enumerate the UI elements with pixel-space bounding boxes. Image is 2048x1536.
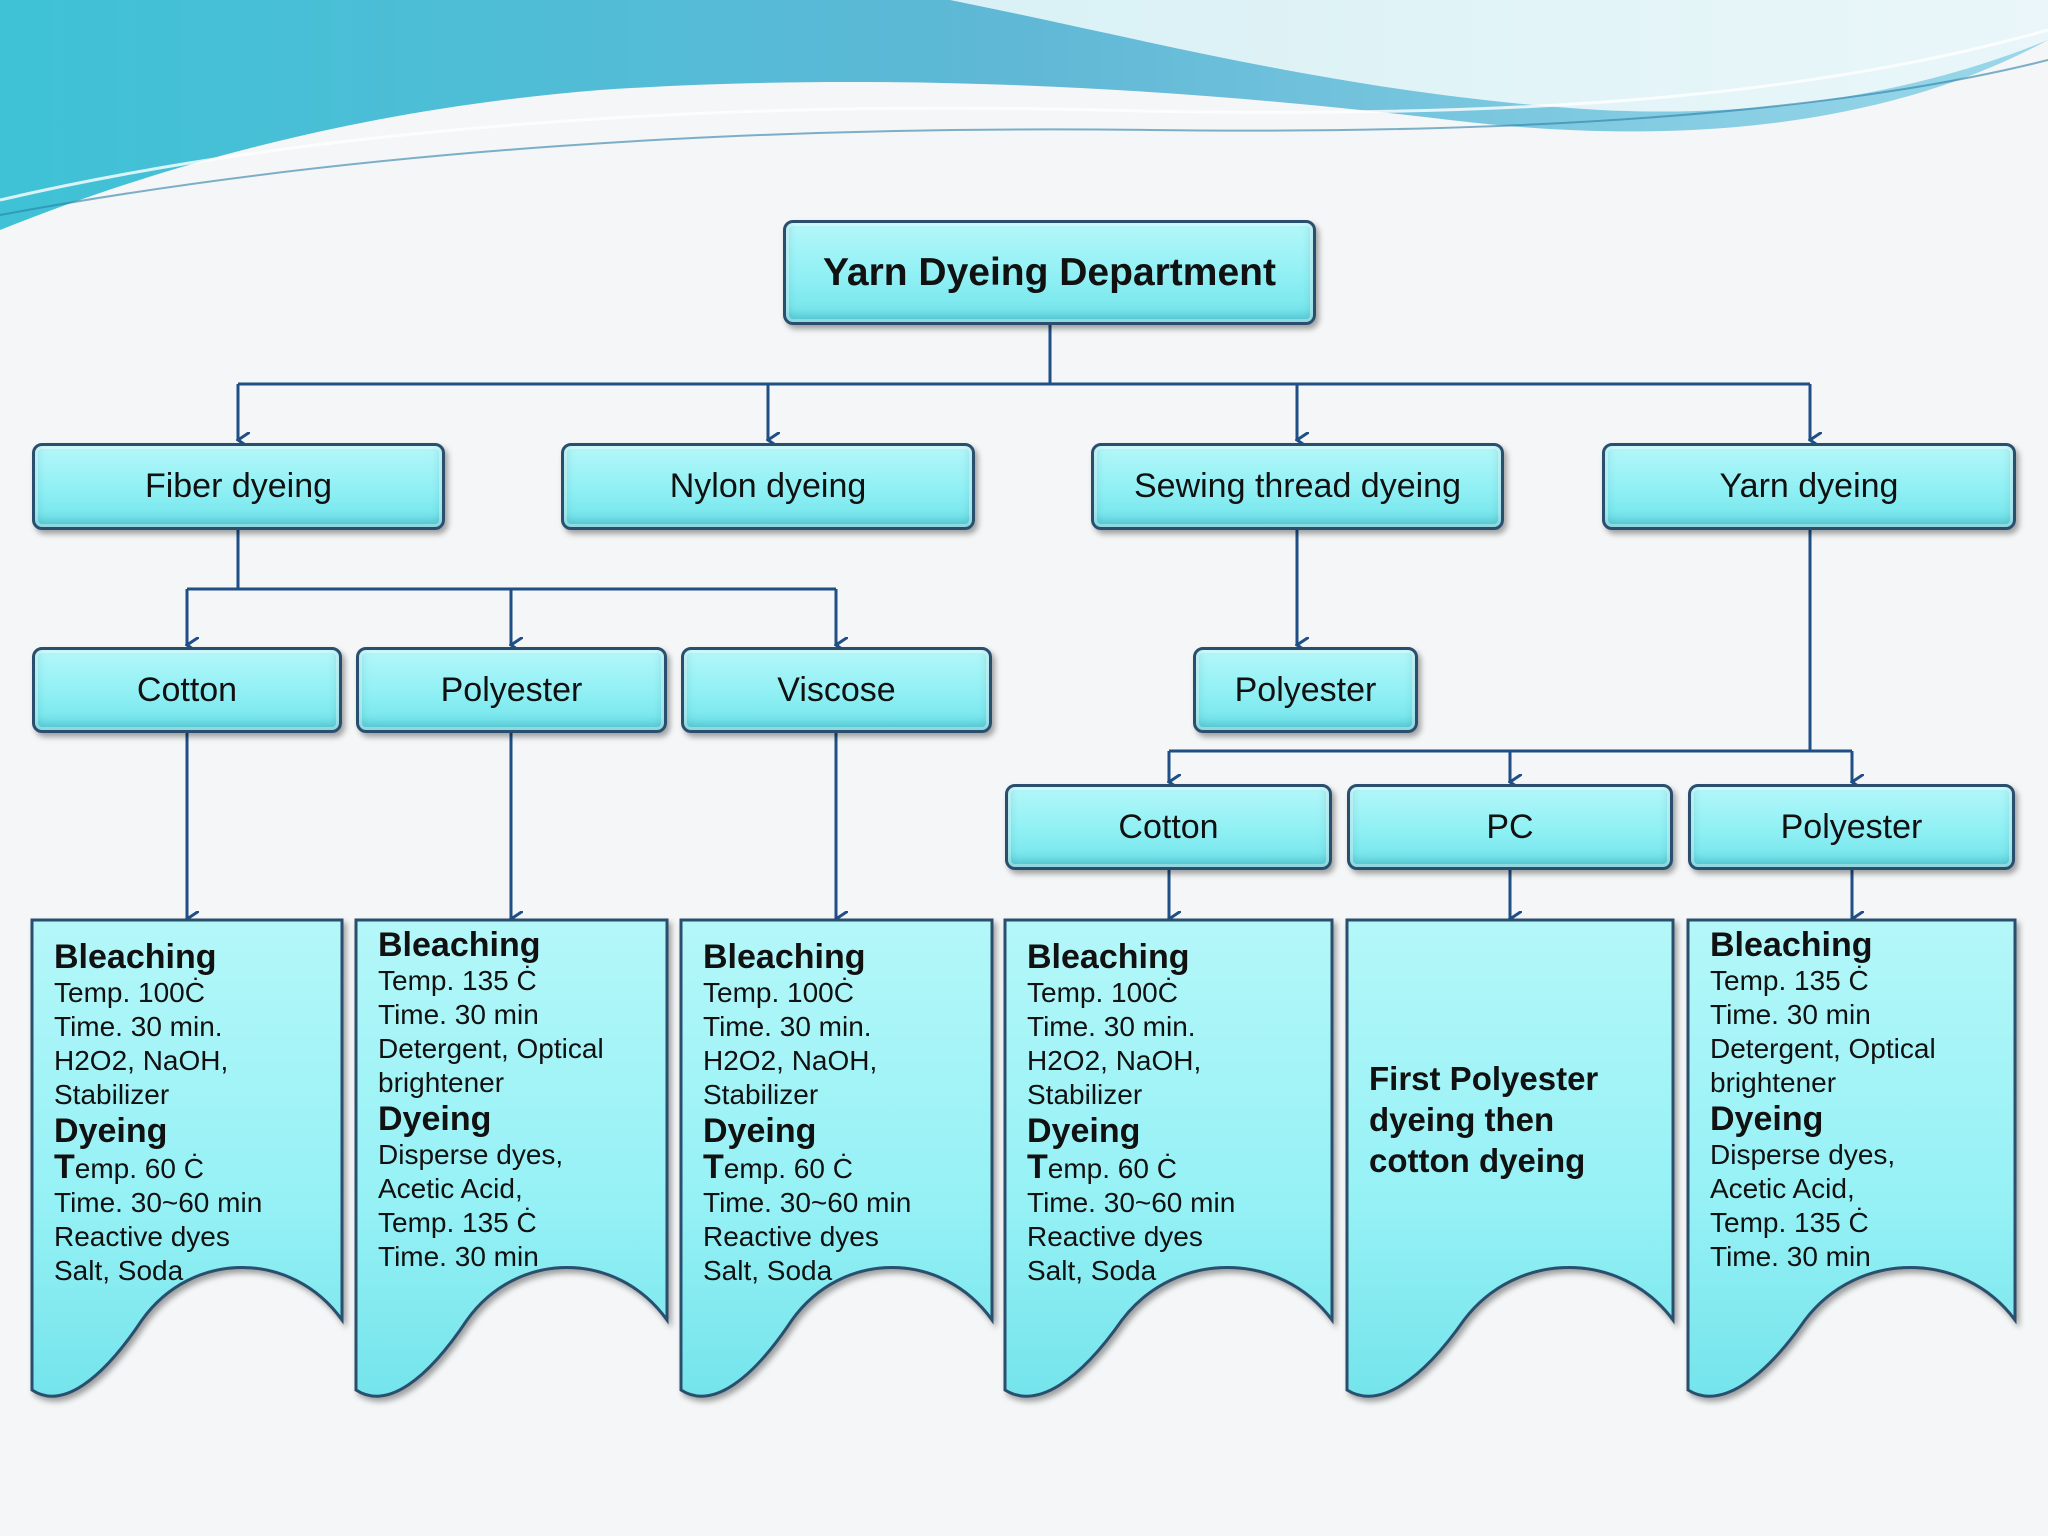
document-shape — [1686, 918, 2017, 1398]
bleach-line: Stabilizer — [54, 1079, 170, 1110]
bleaching-heading: Bleaching — [1710, 926, 1873, 964]
bleach-line: Detergent, Optical — [378, 1033, 604, 1064]
dyeing-heading: Dyeing — [378, 1100, 492, 1138]
bleach-line: H2O2, NaOH, — [703, 1045, 878, 1076]
detail-yarn-cotton: Bleaching Temp. 100Ċ Time. 30 min. H2O2,… — [1003, 918, 1334, 1415]
node-yarn-polyester: Polyester — [1688, 784, 2015, 870]
bleach-line: Detergent, Optical — [1710, 1033, 1936, 1064]
node-yarn-pc: PC — [1347, 784, 1673, 870]
dye-line: Acetic Acid, — [1710, 1173, 1855, 1204]
bleach-line: Time. 30 min. — [1027, 1011, 1196, 1042]
bleaching-heading: Bleaching — [703, 938, 866, 976]
bleach-line: Temp. 100Ċ — [1027, 977, 1178, 1008]
dyeing-heading: Dyeing — [703, 1112, 817, 1150]
dye-temp-line: Temp. 60 Ċ — [703, 1148, 853, 1186]
dye-line: Temp. 135 Ċ — [378, 1207, 537, 1238]
bleach-line: H2O2, NaOH, — [1027, 1045, 1202, 1076]
detail-fiber-cotton: Bleaching Temp. 100Ċ Time. 30 min. H2O2,… — [30, 918, 344, 1415]
dye-line: Reactive dyes — [1027, 1221, 1203, 1252]
detail-fiber-polyester: Bleaching Temp. 135 Ċ Time. 30 min Deter… — [354, 918, 669, 1415]
bleach-line: Temp. 135 Ċ — [378, 965, 537, 996]
dye-line: Disperse dyes, — [378, 1139, 564, 1170]
node-yarn-dyeing: Yarn dyeing — [1602, 443, 2016, 530]
dye-line: Salt, Soda — [54, 1255, 184, 1286]
node-fiber-polyester: Polyester — [356, 647, 667, 733]
bleaching-heading: Bleaching — [54, 938, 217, 976]
node-sewing-polyester: Polyester — [1193, 647, 1418, 733]
document-shape — [679, 918, 994, 1398]
dye-line: Temp. 135 Ċ — [1710, 1207, 1869, 1238]
dye-line: Time. 30 min — [378, 1241, 539, 1272]
node-sewing-thread-dyeing: Sewing thread dyeing — [1091, 443, 1504, 530]
dye-temp-line: Temp. 60 Ċ — [1027, 1148, 1177, 1186]
bleach-line: Time. 30 min. — [54, 1011, 223, 1042]
detail-yarn-polyester: Bleaching Temp. 135 Ċ Time. 30 min Deter… — [1686, 918, 2017, 1415]
bleach-line: H2O2, NaOH, — [54, 1045, 229, 1076]
node-yarn-cotton: Cotton — [1005, 784, 1332, 870]
detail-fiber-viscose: Bleaching Temp. 100Ċ Time. 30 min. H2O2,… — [679, 918, 994, 1415]
dye-line: Time. 30~60 min — [703, 1187, 912, 1218]
header-wave-decoration — [0, 0, 2048, 230]
dye-line: Salt, Soda — [703, 1255, 833, 1286]
bleach-line: Temp. 100Ċ — [703, 977, 854, 1008]
bleach-line: Stabilizer — [703, 1079, 819, 1110]
dye-line: Time. 30~60 min — [54, 1187, 263, 1218]
dye-line: Time. 30~60 min — [1027, 1187, 1236, 1218]
dyeing-heading: Dyeing — [1027, 1112, 1141, 1150]
bleach-line: Time. 30 min — [378, 999, 539, 1030]
dye-line: Disperse dyes, — [1710, 1139, 1896, 1170]
dye-temp-line: Temp. 60 Ċ — [54, 1148, 204, 1186]
document-shape — [30, 918, 344, 1398]
document-shape — [354, 918, 669, 1398]
dyeing-heading: Dyeing — [1710, 1100, 1824, 1138]
dye-line: Salt, Soda — [1027, 1255, 1157, 1286]
bleach-line: Time. 30 min. — [703, 1011, 872, 1042]
dye-line: Reactive dyes — [703, 1221, 879, 1252]
pc-note-line: dyeing then — [1369, 1101, 1555, 1138]
dyeing-heading: Dyeing — [54, 1112, 168, 1150]
bleach-line: Temp. 100Ċ — [54, 977, 205, 1008]
bleaching-heading: Bleaching — [1027, 938, 1190, 976]
pc-note-line: First Polyester — [1369, 1060, 1599, 1097]
bleach-line: Temp. 135 Ċ — [1710, 965, 1869, 996]
document-shape — [1003, 918, 1334, 1398]
node-fiber-dyeing: Fiber dyeing — [32, 443, 445, 530]
dye-line: Time. 30 min — [1710, 1241, 1871, 1272]
bleaching-heading: Bleaching — [378, 926, 541, 964]
document-shape — [1345, 918, 1675, 1398]
detail-yarn-pc: First Polyester dyeing then cotton dyein… — [1345, 918, 1675, 1415]
node-fiber-cotton: Cotton — [32, 647, 342, 733]
bleach-line: brightener — [1710, 1067, 1837, 1098]
node-nylon-dyeing: Nylon dyeing — [561, 443, 975, 530]
dye-line: Reactive dyes — [54, 1221, 230, 1252]
node-fiber-viscose: Viscose — [681, 647, 992, 733]
pc-note-line: cotton dyeing — [1369, 1142, 1586, 1179]
bleach-line: brightener — [378, 1067, 505, 1098]
dye-line: Acetic Acid, — [378, 1173, 523, 1204]
bleach-line: Stabilizer — [1027, 1079, 1143, 1110]
root-node-yarn-dyeing-department: Yarn Dyeing Department — [783, 220, 1316, 325]
bleach-line: Time. 30 min — [1710, 999, 1871, 1030]
